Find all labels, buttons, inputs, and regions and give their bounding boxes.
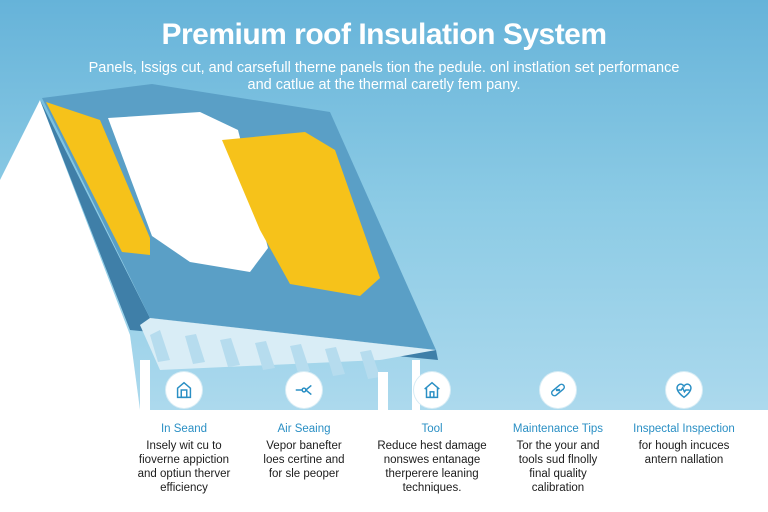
desc-line: loes certine and	[263, 454, 345, 466]
post-left	[140, 360, 150, 410]
insulation-panel-left	[46, 102, 150, 255]
page-subtitle: Panels, lssigs cut, and carsefull therne…	[30, 60, 738, 94]
desc-line: final quality	[529, 468, 587, 480]
feature-maintenance-tips: Maintenance Tips Tor the your and tools …	[488, 372, 628, 495]
desc-line: antern nallation	[644, 454, 724, 466]
feature-title: Air Seaing	[277, 423, 331, 435]
desc-line: tools sud flnolly	[518, 454, 598, 466]
page-title: Premium roof Insulation System	[161, 18, 607, 51]
desc-line: Insely wit cu to	[146, 440, 222, 452]
heart-pulse-icon	[666, 372, 702, 408]
feature-air-sealing: Air Seaing Vepor banefter loes certine a…	[234, 372, 374, 481]
feature-description: Tor the your and tools sud flnolly final…	[488, 439, 628, 495]
feature-title: Inspectal Inspection	[633, 423, 735, 435]
feature-title: Tool	[421, 423, 443, 435]
feature-description: Reduce hest damage nonswes entanage ther…	[362, 439, 502, 495]
feature-description: for hough incuces antern nallation	[614, 439, 754, 467]
desc-line: Reduce hest damage	[377, 440, 487, 452]
house-panel-icon	[166, 372, 202, 408]
post-mid	[378, 372, 388, 410]
house-wall	[0, 100, 140, 410]
feature-strip	[0, 410, 768, 512]
house-icon	[414, 372, 450, 408]
desc-line: for sle peoper	[268, 468, 340, 480]
insulation-panel-yellow	[222, 132, 380, 296]
feature-description: Vepor banefter loes certine and for sle …	[234, 439, 374, 481]
feature-inspection: Inspectal Inspection for hough incuces a…	[614, 372, 754, 467]
subtitle-line-2: and catlue at the thermal caretly fem pa…	[247, 77, 521, 93]
desc-line: for hough incuces	[638, 440, 730, 452]
air-seal-tool-icon	[286, 372, 322, 408]
feature-sealing: In Seand Insely wit cu to fioverne appic…	[114, 372, 254, 495]
desc-line: Vepor banefter	[266, 440, 342, 452]
subtitle-line-1: Panels, lssigs cut, and carsefull therne…	[88, 60, 680, 76]
desc-line: Tor the your and	[516, 440, 600, 452]
desc-line: therperere leaning	[385, 468, 479, 480]
rafters	[150, 330, 380, 379]
desc-line: nonswes entanage	[383, 454, 481, 466]
feature-title: Maintenance Tips	[512, 423, 604, 435]
desc-line: and optiun therver	[137, 468, 231, 480]
desc-line: calibration	[531, 482, 585, 494]
desc-line: efficiency	[160, 482, 208, 494]
desc-line: fioverne appiction	[138, 454, 230, 466]
feature-description: Insely wit cu to fioverne appiction and …	[114, 439, 254, 495]
bandage-icon	[540, 372, 576, 408]
feature-title: In Seand	[160, 423, 208, 435]
feature-tool: Tool Reduce hest damage nonswes entanage…	[362, 372, 502, 495]
desc-line: techniques.	[402, 482, 462, 494]
